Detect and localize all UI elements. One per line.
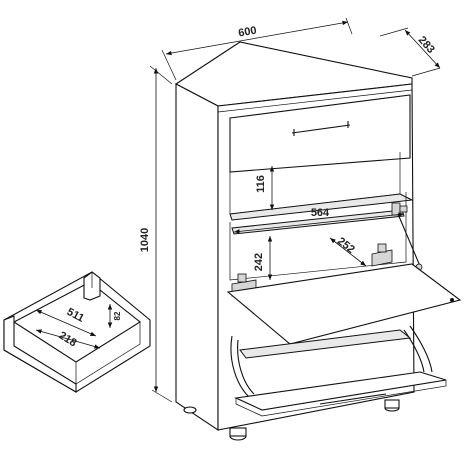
cabinet-feet [183, 399, 400, 441]
cabinet-left-side [175, 83, 219, 432]
shoe-compartment-lower [230, 325, 447, 417]
dim-drawer-height-label: 82 [113, 311, 122, 320]
open-flap-upper [226, 263, 462, 345]
drawer-handle-top [291, 121, 351, 136]
drawer-handle-bottom [319, 393, 387, 405]
dim-interior-width-label: 564 [311, 207, 330, 219]
dim-width-label: 600 [237, 25, 257, 40]
dimension-shoe-height: 242 [253, 236, 273, 280]
dimension-shelf-gap: 116 [255, 166, 275, 210]
hinge-bracket-right [371, 243, 393, 267]
dimension-depth: 283 [379, 27, 441, 77]
top-drawer-front [229, 94, 411, 173]
cabinet [174, 41, 462, 441]
dimension-width: 600 [161, 17, 353, 81]
lower-inner-shelf [239, 329, 412, 359]
dimension-interior-width: 564 [233, 207, 405, 234]
dim-depth-label: 283 [416, 34, 437, 56]
dimension-height: 1040 [139, 65, 173, 403]
dim-shelf-gap-label: 116 [255, 175, 267, 193]
dim-shoe-height-label: 242 [253, 253, 265, 271]
dim-height-label: 1040 [139, 228, 151, 252]
drawer-detail: 511 218 82 [3, 271, 151, 393]
flap-knob [450, 298, 454, 302]
